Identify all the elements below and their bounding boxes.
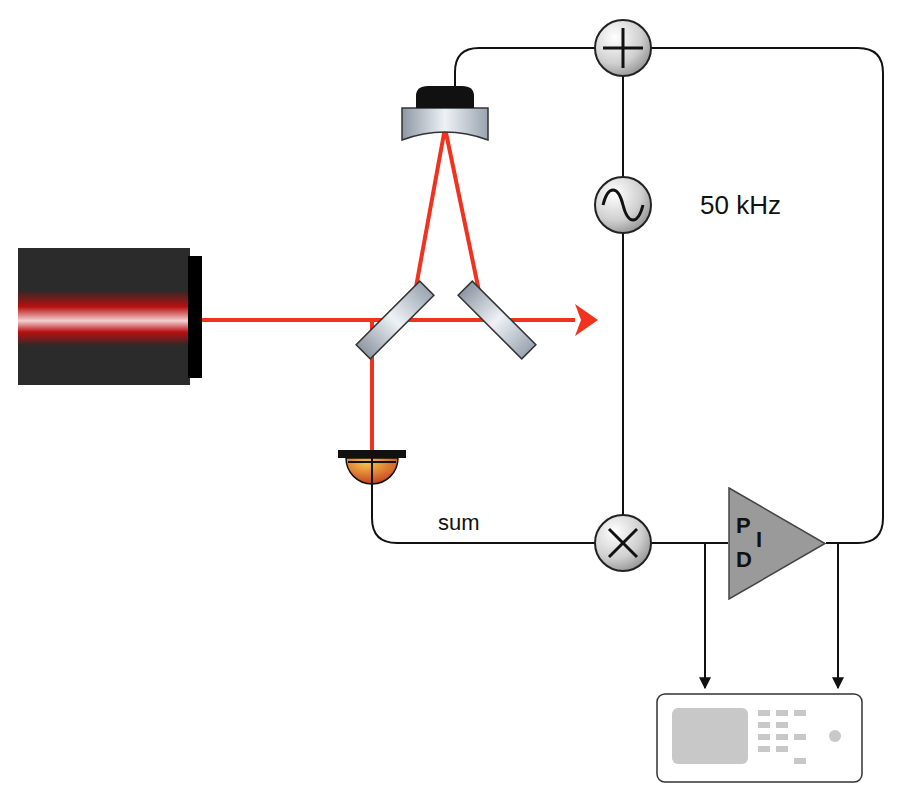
wire <box>372 48 883 688</box>
beam-splitter <box>356 281 434 359</box>
laser-beam <box>202 128 575 452</box>
laser <box>18 248 202 385</box>
mirror <box>458 281 536 359</box>
controller-letter: D <box>736 549 752 571</box>
curved-mirror <box>402 86 488 140</box>
controller-letter: P <box>736 515 751 537</box>
controller-letter: I <box>756 529 762 551</box>
beam-arrow <box>575 304 598 336</box>
pid-controller: PID <box>728 487 828 600</box>
amplifier-triangle <box>728 487 828 600</box>
mixer <box>595 515 651 571</box>
summing-junction <box>595 20 651 76</box>
oscilloscope <box>657 694 862 782</box>
frequency-label: 50 kHz <box>700 192 781 218</box>
oscillator <box>595 177 651 233</box>
signal-label: sum <box>438 512 480 534</box>
photodiode <box>338 450 406 484</box>
